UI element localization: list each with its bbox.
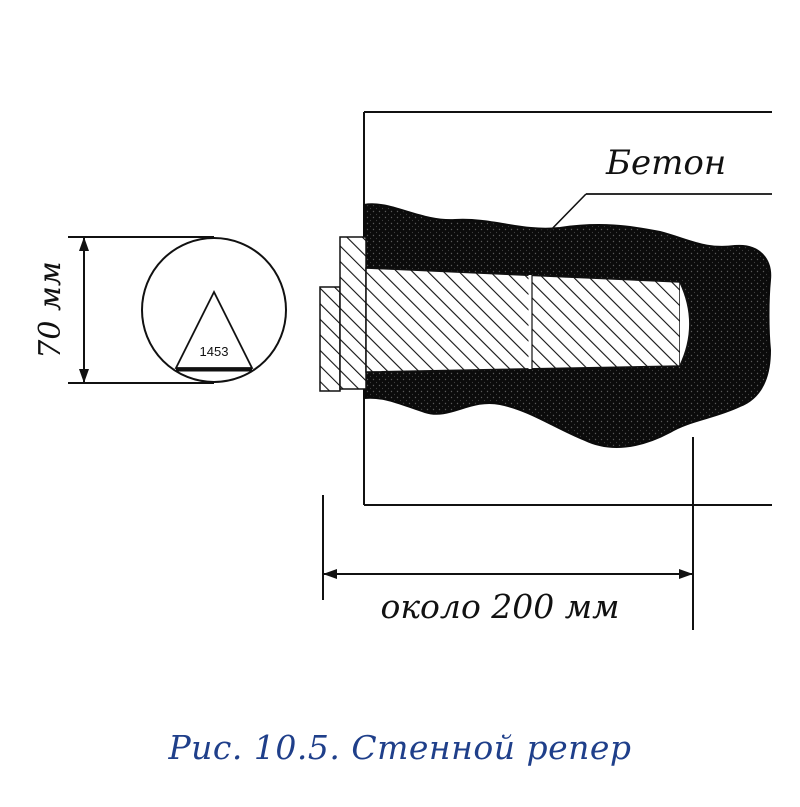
section-view: Бетон — [319, 111, 772, 506]
marker-number: 1453 — [200, 344, 229, 359]
length-dimension: около 200 мм — [322, 437, 694, 630]
shaft-end — [679, 281, 691, 367]
marker-head-outer — [319, 286, 341, 392]
triangle-mark — [174, 289, 254, 369]
marker-shaft — [365, 267, 681, 373]
front-view: 1453 — [141, 237, 287, 383]
concrete-label: Бетон — [605, 143, 726, 183]
length-dimension-label: около 200 мм — [380, 587, 619, 626]
height-dimension: 70 мм — [33, 236, 214, 384]
marker-plate-circle — [141, 237, 287, 383]
marker-head-inner — [339, 236, 367, 390]
figure-caption: Рис. 10.5. Стенной репер — [168, 728, 632, 767]
height-dimension-label: 70 мм — [33, 261, 68, 358]
concrete-leader-line — [544, 193, 587, 237]
